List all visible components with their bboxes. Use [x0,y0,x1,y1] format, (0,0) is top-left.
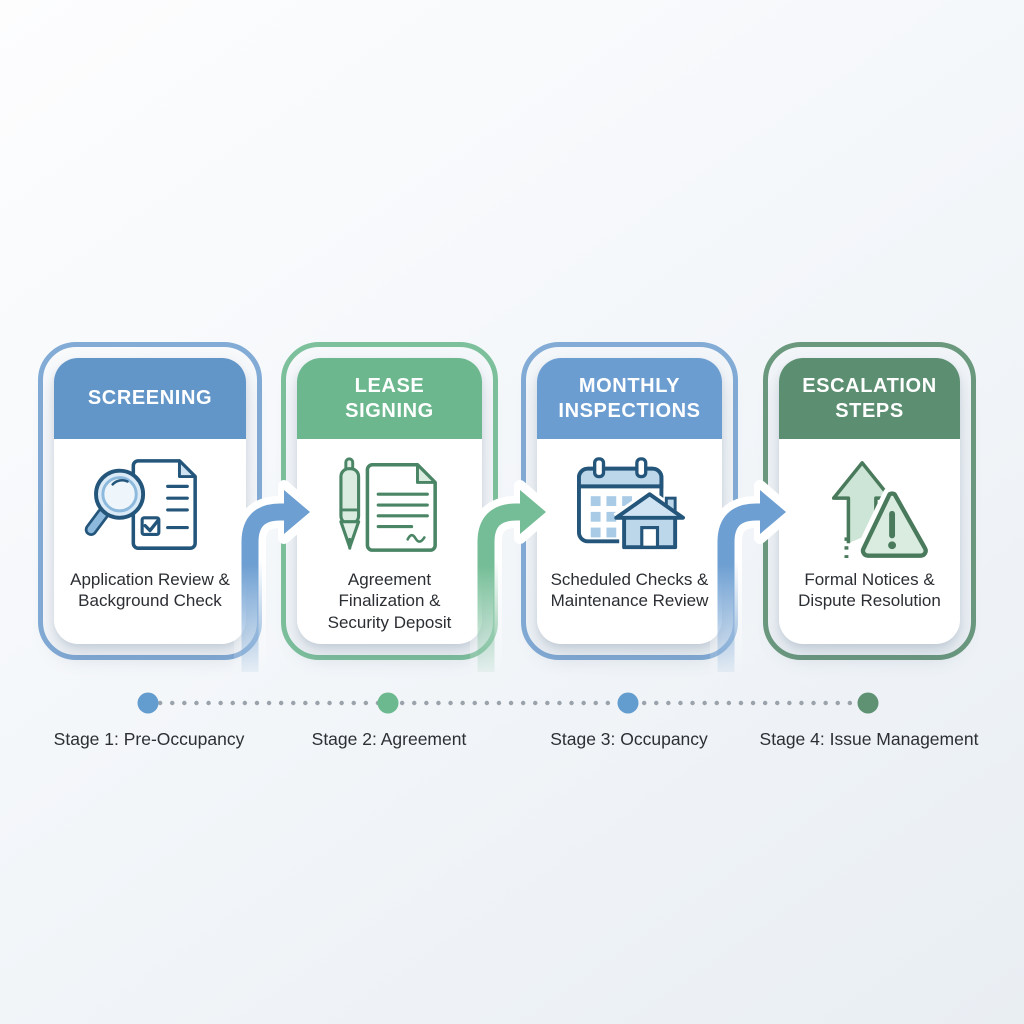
timeline-label-stage-3: Stage 3: Occupancy [550,729,708,749]
magnifier-document-icon [84,459,197,550]
stage-title: SCREENING [87,387,213,410]
icon-area [84,445,216,567]
icon-area [324,445,456,567]
timeline [137,692,879,714]
card-inner: MONTHLY INSPECTIONS [537,358,722,644]
stage-card-lease-signing: LEASE SIGNING [281,342,498,660]
stage-description: Scheduled Checks & Maintenance Review [550,570,709,611]
calendar-house-icon [576,457,686,553]
stage-description: Formal Notices & Dispute Resolution [798,570,941,611]
arrow-screening-to-lease-icon [234,480,320,672]
stage-card-header: MONTHLY INSPECTIONS [537,358,722,439]
arrow-inspections-to-escalation-icon [710,480,796,672]
card-inner: SCREENING [54,358,246,644]
stage-description: Agreement Finalization & Security Deposi… [327,570,452,632]
stage-card-escalation-steps: ESCALATION STEPS Formal Notices & Disput… [763,342,976,660]
card-body: Application Review & Background Check [54,439,246,644]
icon-area [804,445,936,567]
stage-title: MONTHLY INSPECTIONS [558,375,701,422]
timeline-label-stage-1: Stage 1: Pre-Occupancy [53,729,245,749]
card-body: Scheduled Checks & Maintenance Review [537,439,722,644]
stage-card-monthly-inspections: MONTHLY INSPECTIONS [521,342,738,660]
timeline-label-stage-4: Stage 4: Issue Management [759,729,979,749]
arrow-lease-to-inspections-icon [470,480,556,672]
stage-card-header: LEASE SIGNING [297,358,482,439]
pen-contract-icon [338,457,437,552]
card-body: Agreement Finalization & Security Deposi… [297,439,482,644]
timeline-dot-stage-4 [857,692,879,714]
stage-description: Application Review & Background Check [70,570,230,611]
stage-card-header: SCREENING [54,358,246,439]
timeline-label-stage-2: Stage 2: Agreement [311,729,467,749]
timeline-dot-stage-3 [617,692,639,714]
up-arrow-warning-icon [831,461,932,559]
timeline-dot-stage-2 [377,692,399,714]
stage-card-screening: SCREENING [38,342,262,660]
stage-title: ESCALATION STEPS [802,375,937,422]
card-body: Formal Notices & Dispute Resolution [779,439,960,644]
icon-area [564,445,696,567]
stage-card-header: ESCALATION STEPS [779,358,960,439]
timeline-dot-stage-1 [137,692,159,714]
stage-title: LEASE SIGNING [345,375,434,422]
card-inner: LEASE SIGNING [297,358,482,644]
card-inner: ESCALATION STEPS Formal Notices & Disput… [779,358,960,644]
